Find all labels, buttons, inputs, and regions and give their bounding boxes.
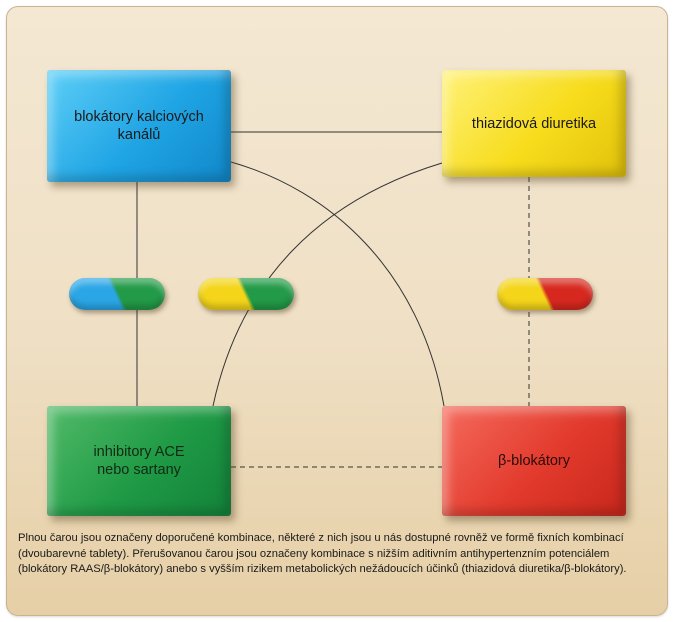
pill-thiazide-beta-icon	[497, 278, 593, 310]
link-ccb-beta	[230, 161, 445, 407]
pill-ccb-ace-icon	[69, 278, 165, 310]
node-label-ccb: blokátory kalciových kanálů	[74, 109, 204, 143]
node-thiazide-diuretics: thiazidová diuretika	[442, 70, 626, 177]
figure-caption: Plnou čarou jsou označeny doporučené kom…	[18, 532, 627, 575]
node-label-ace: inhibitory ACE nebo sartany	[93, 444, 185, 478]
node-ace-inhibitors-sartans: inhibitory ACE nebo sartany	[47, 406, 231, 516]
node-beta-blockers: β-blokátory	[442, 406, 626, 516]
link-thiazide-ace	[212, 162, 443, 407]
node-label-beta: β-blokátory	[497, 453, 570, 469]
node-label-thiazide: thiazidová diuretika	[471, 115, 597, 132]
node-calcium-channel-blockers: blokátory kalciových kanálů	[47, 70, 231, 182]
pill-thiazide-ace-icon	[198, 278, 294, 310]
